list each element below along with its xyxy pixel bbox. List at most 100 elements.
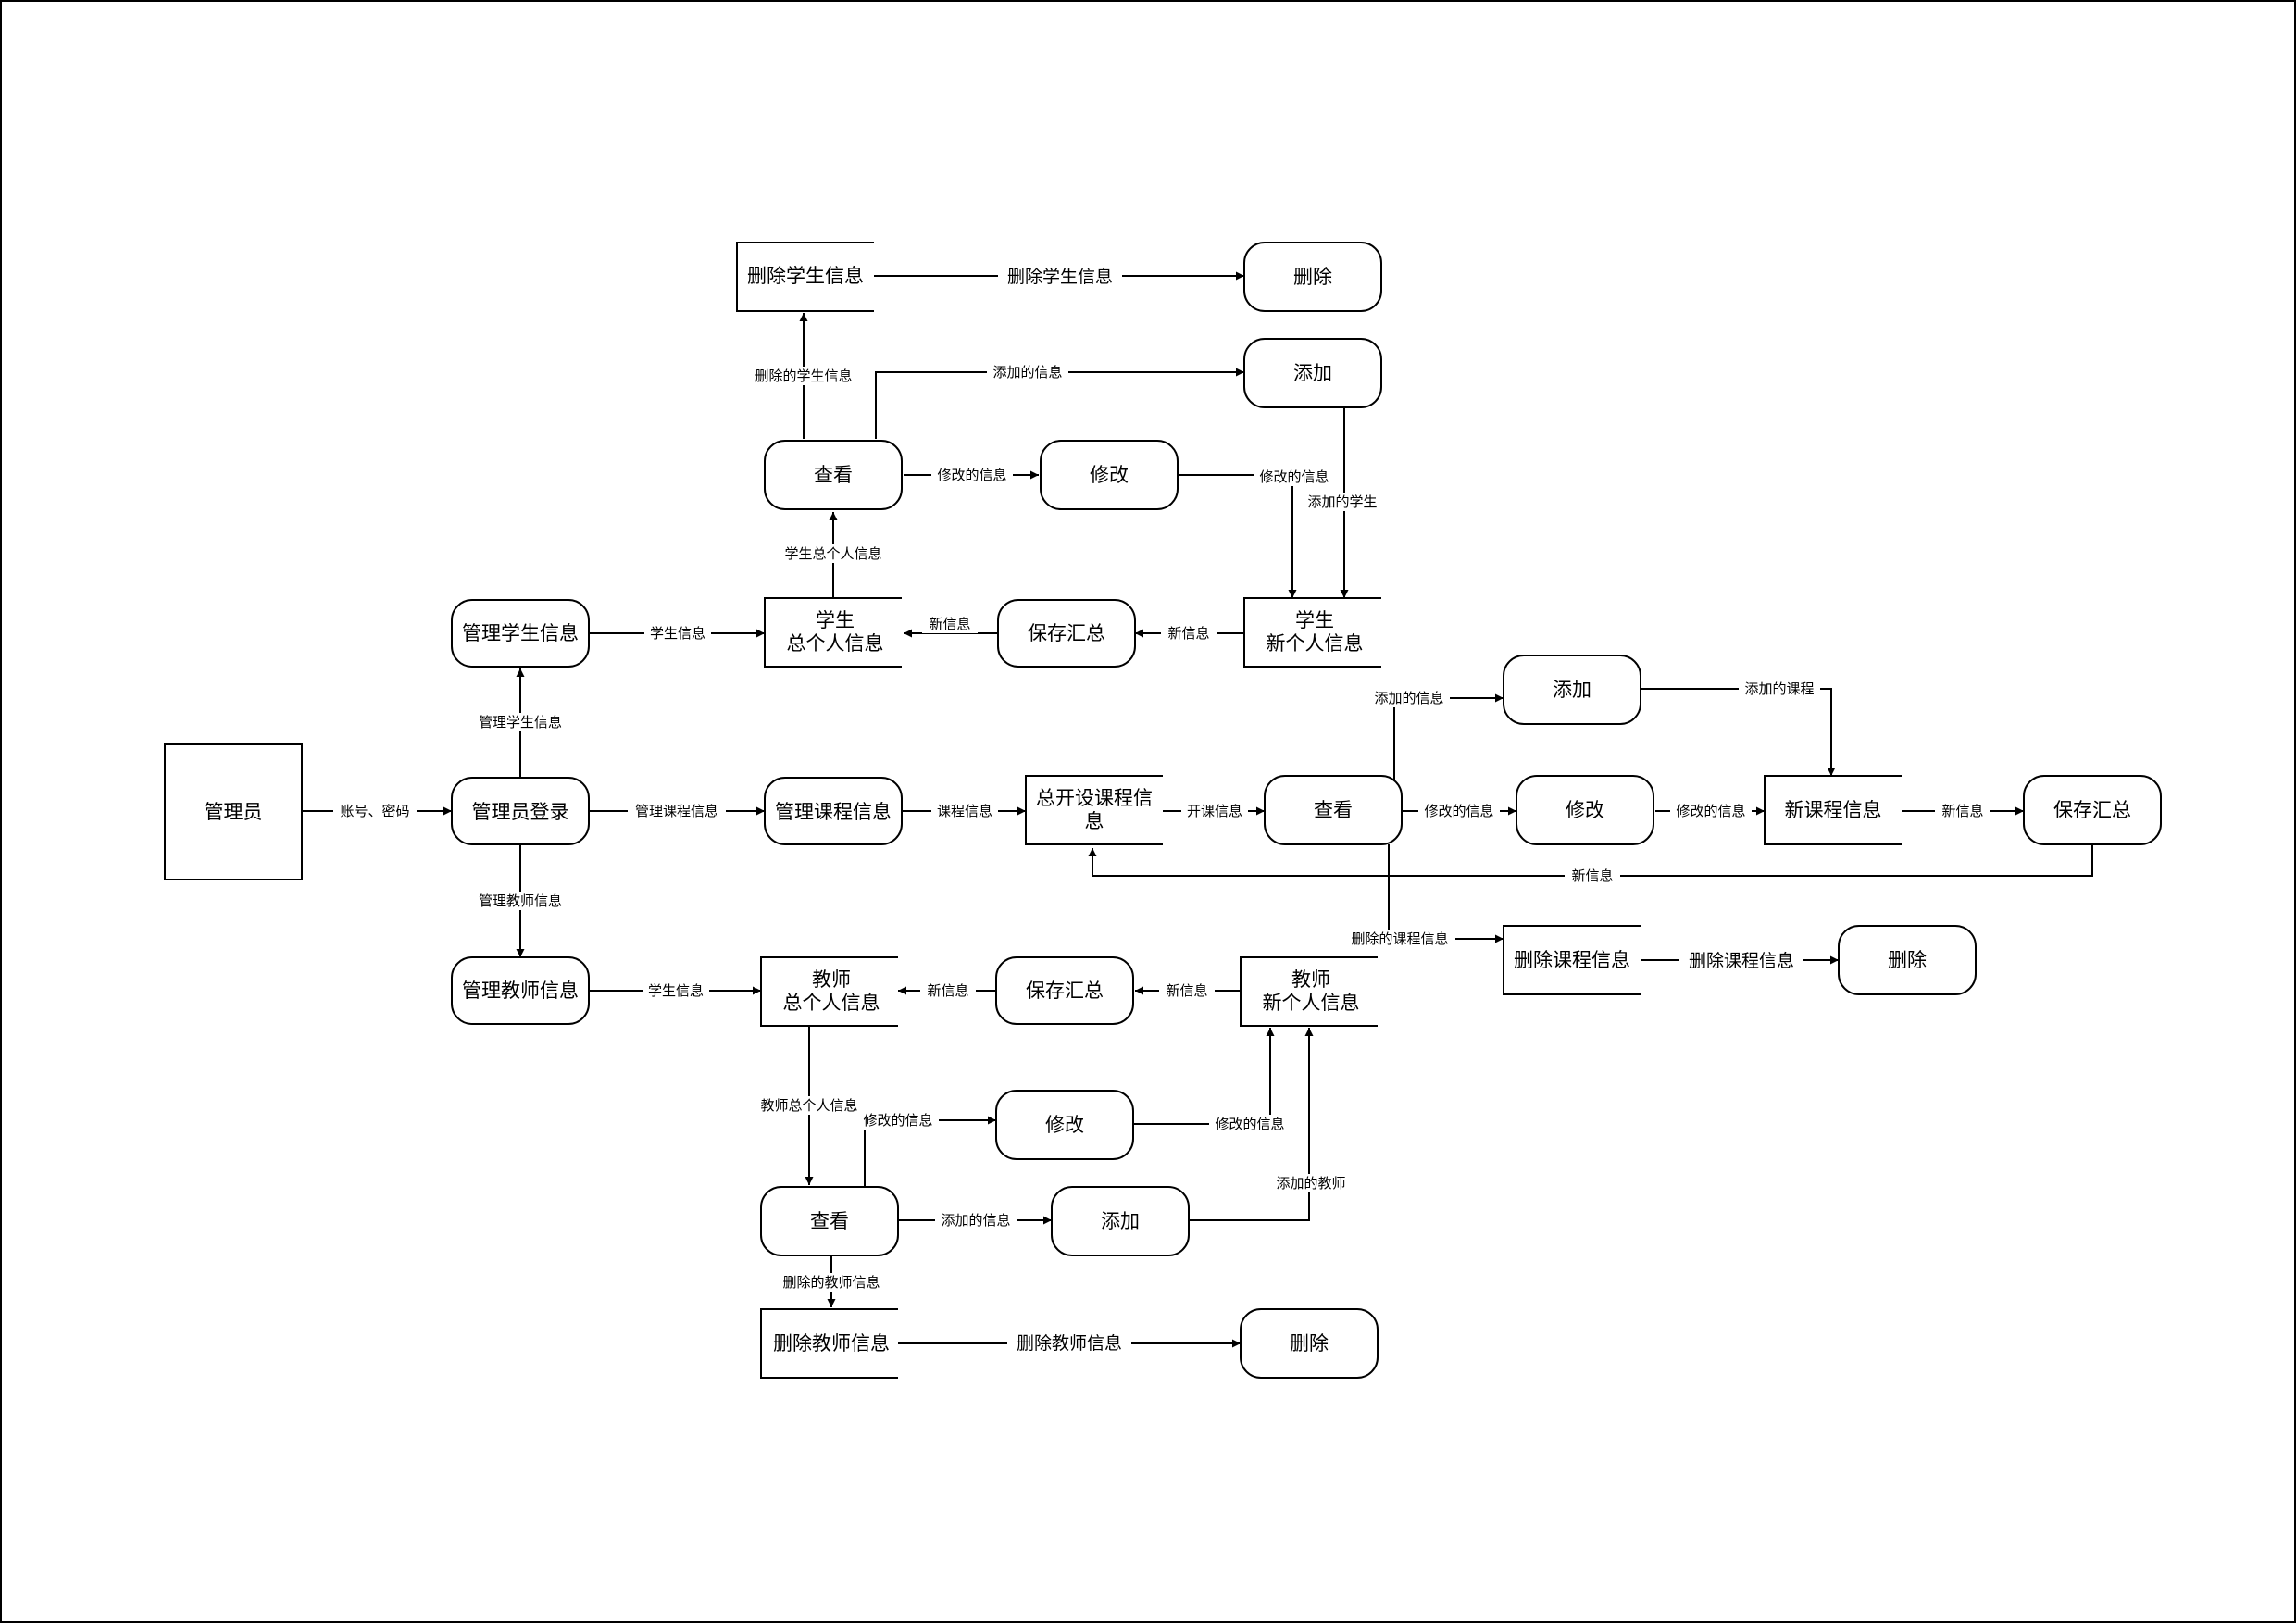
student-total-label-1: 学生 — [816, 609, 855, 631]
view-student-label: 查看 — [814, 464, 853, 486]
manage-student-label: 管理学生信息 — [462, 622, 579, 644]
modify-teacher-label: 修改 — [1045, 1114, 1084, 1136]
save-course-process — [2023, 775, 2162, 845]
edge-label-added-info-course: 添加的信息 — [1374, 691, 1443, 706]
delete-course-info-label: 删除课程信息 — [1514, 949, 1630, 971]
edge-label-added-info-student: 添加的信息 — [992, 365, 1062, 381]
edge-label-manage-student-info: 管理学生信息 — [479, 715, 562, 730]
save-teacher-label: 保存汇总 — [1026, 980, 1104, 1002]
edge-view-add-course — [1393, 693, 1504, 811]
add-course-label: 添加 — [1553, 679, 1591, 701]
add-teacher-label: 添加 — [1101, 1210, 1140, 1232]
edge-label-deleted-course-info: 删除的课程信息 — [1351, 931, 1448, 947]
teacher-total-store — [760, 956, 898, 1027]
edge-modify-student-new — [1178, 474, 1297, 598]
teacher-total-label-2: 总个人信息 — [783, 992, 880, 1014]
save-student-label: 保存汇总 — [1028, 622, 1105, 644]
edges: 账号、密码 管理学生信息 管理课程信息 管理教师信息 学生信息 学生总个人信息 … — [302, 266, 2093, 1354]
edge-label-student-info: 学生信息 — [650, 626, 705, 642]
modify-student-label: 修改 — [1090, 464, 1129, 486]
edge-label-modified-info-student-2: 修改的信息 — [1259, 469, 1329, 485]
edge-label-modified-info-teacher: 修改的信息 — [863, 1113, 932, 1129]
edge-label-delete-teacher-info: 删除教师信息 — [1017, 1333, 1122, 1354]
teacher-new-label-2: 新个人信息 — [1263, 992, 1360, 1014]
edge-label-open-course-info: 开课信息 — [1187, 804, 1242, 819]
manage-student-process — [451, 599, 590, 668]
teacher-new-label-1: 教师 — [1292, 968, 1330, 991]
view-course-label: 查看 — [1314, 799, 1353, 821]
modify-student-process — [1040, 440, 1179, 510]
edge-label-student-total-info: 学生总个人信息 — [784, 546, 881, 562]
edge-label-modified-info-teacher-2: 修改的信息 — [1215, 1117, 1284, 1132]
edge-label-new-info-teacher-2: 新信息 — [927, 983, 968, 999]
manage-course-label: 管理课程信息 — [775, 801, 892, 823]
admin-label: 管理员 — [205, 801, 263, 823]
edge-add-teacher-new — [1189, 1028, 1314, 1221]
delete-teacher-process — [1240, 1308, 1379, 1379]
edge-label-manage-teacher-info: 管理教师信息 — [479, 893, 562, 909]
view-teacher-label: 查看 — [810, 1210, 849, 1232]
course-total-store — [1025, 775, 1163, 845]
edge-label-deleted-teacher-info: 删除的教师信息 — [782, 1275, 880, 1291]
login-process — [451, 777, 590, 845]
teacher-total-label-1: 教师 — [812, 968, 851, 991]
edge-view-modify-teacher — [864, 1116, 996, 1187]
delete-course-label: 删除 — [1888, 949, 1927, 971]
manage-teacher-process — [451, 956, 590, 1025]
save-student-process — [997, 599, 1136, 668]
edge-label-delete-course-info: 删除课程信息 — [1689, 951, 1794, 971]
edge-label-modified-info-course: 修改的信息 — [1424, 804, 1493, 819]
view-student-process — [764, 440, 903, 510]
student-new-label-1: 学生 — [1295, 609, 1334, 631]
student-new-label-2: 新个人信息 — [1267, 632, 1364, 655]
edge-label-added-teacher: 添加的教师 — [1276, 1176, 1345, 1192]
edge-label-teacher-info: 学生信息 — [648, 983, 704, 999]
login-label: 管理员登录 — [472, 801, 569, 823]
save-teacher-process — [995, 956, 1134, 1025]
new-course-info-store — [1764, 775, 1902, 845]
modify-course-label: 修改 — [1566, 799, 1604, 821]
delete-course-info-store — [1503, 925, 1641, 995]
add-course-process — [1503, 655, 1641, 725]
edge-label-added-info-teacher: 添加的信息 — [941, 1213, 1010, 1229]
edge-label-modified-info-course-2: 修改的信息 — [1676, 804, 1745, 819]
new-course-info-label: 新课程信息 — [1785, 799, 1882, 821]
manage-teacher-label: 管理教师信息 — [462, 980, 579, 1002]
edge-label-teacher-total-info: 教师总个人信息 — [760, 1098, 857, 1114]
edge-modify-teacher-new — [1133, 1028, 1275, 1125]
delete-student-label: 删除 — [1293, 266, 1332, 288]
student-total-label-2: 总个人信息 — [787, 632, 884, 655]
delete-student-info-label: 删除学生信息 — [747, 265, 864, 287]
edge-label-modified-info-student: 修改的信息 — [937, 468, 1006, 483]
edge-label-course-info: 课程信息 — [937, 804, 992, 819]
delete-student-process — [1243, 242, 1382, 312]
nodes: 管理员 管理员登录 管理学生信息 管理课程信息 管理教师信息 删除学生信息 删除… — [164, 242, 2162, 1379]
edge-label-new-info-student-1: 新信息 — [1167, 626, 1209, 642]
edge-label-new-info-course: 新信息 — [1941, 804, 1983, 819]
modify-course-process — [1516, 775, 1654, 845]
course-total-label-1: 总开设课程信 — [1036, 787, 1153, 809]
edge-view-add-student — [875, 368, 1244, 439]
edge-label-added-course: 添加的课程 — [1744, 681, 1814, 697]
edge-label-new-info-student-2: 新信息 — [929, 617, 970, 632]
delete-teacher-info-label: 删除教师信息 — [773, 1332, 890, 1355]
edge-label-added-student: 添加的学生 — [1307, 494, 1377, 510]
delete-student-info-store — [736, 242, 874, 312]
edge-label-delete-student-info: 删除学生信息 — [1007, 267, 1113, 287]
course-total-label-2: 息 — [1085, 810, 1104, 832]
view-course-process — [1264, 775, 1403, 845]
save-course-label: 保存汇总 — [2053, 799, 2131, 821]
add-teacher-process — [1051, 1186, 1190, 1256]
manage-course-process — [764, 777, 903, 845]
view-teacher-process — [760, 1186, 899, 1256]
delete-teacher-info-store — [760, 1308, 898, 1379]
delete-course-process — [1838, 925, 1977, 995]
add-student-label: 添加 — [1293, 362, 1332, 384]
student-total-store — [764, 597, 902, 668]
edge-label-deleted-student-info: 删除的学生信息 — [755, 368, 852, 384]
edge-label-new-info-teacher-1: 新信息 — [1166, 983, 1207, 999]
edge-add-new-course — [1641, 688, 1836, 776]
student-new-store — [1243, 597, 1381, 668]
